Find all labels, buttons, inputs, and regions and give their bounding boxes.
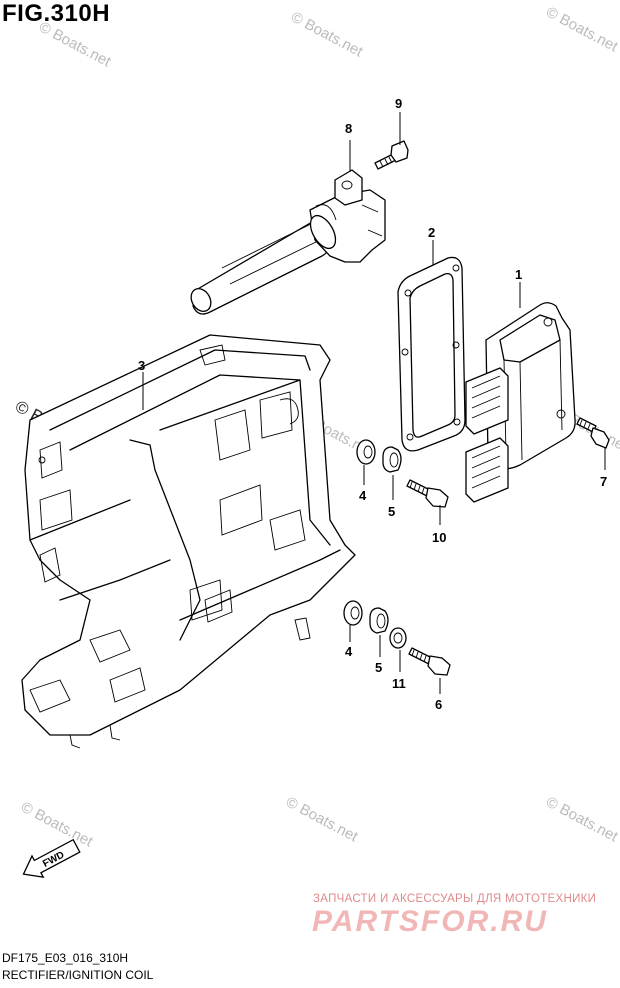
rectifier-part (465, 302, 576, 503)
model-code: DF175_E03_016_310H (2, 951, 129, 965)
callout-2: 2 (428, 225, 435, 240)
fwd-arrow-icon: FWD (22, 838, 81, 879)
callout-5b: 5 (375, 660, 382, 675)
watermark-7: © Boats.net (283, 794, 361, 846)
bolt-9-part (374, 140, 409, 170)
frame-bracket-part (21, 334, 356, 749)
figure-caption: RECTIFIER/IGNITION COIL (2, 968, 154, 982)
watermark-2: © Boats.net (288, 9, 366, 61)
watermark-3: © Boats.net (543, 4, 620, 56)
callout-7: 7 (600, 474, 607, 489)
promo-logo-text: PARTSFOR.RU (312, 905, 548, 938)
callout-1: 1 (515, 267, 522, 282)
figure-title: FIG.310H (2, 0, 111, 27)
ignition-coil-part (190, 169, 386, 315)
lower-grommet-set (343, 600, 451, 676)
callout-9: 9 (395, 96, 402, 111)
callout-4a: 4 (359, 488, 367, 503)
callout-11: 11 (392, 676, 406, 691)
callout-8: 8 (345, 121, 352, 136)
watermark-6: © Boats.net (18, 799, 96, 851)
upper-grommet-set (356, 439, 449, 508)
leader-lines (142, 112, 606, 694)
callout-4b: 4 (345, 644, 353, 659)
callout-6: 6 (435, 697, 442, 712)
promo-tagline: ЗАПЧАСТИ И АКСЕССУАРЫ ДЛЯ МОТОТЕХНИКИ (313, 893, 597, 905)
callout-3: 3 (138, 358, 145, 373)
callout-5a: 5 (388, 504, 395, 519)
callout-10: 10 (432, 530, 446, 545)
watermark-1: © Boats.net (36, 19, 114, 71)
callout-numbers: 1 2 3 4 5 10 4 5 11 6 7 8 9 (138, 96, 607, 712)
watermark-8: © Boats.net (543, 794, 620, 846)
gasket-part (397, 256, 466, 452)
bolt-7-part (576, 417, 610, 449)
fwd-label: FWD (41, 850, 66, 870)
